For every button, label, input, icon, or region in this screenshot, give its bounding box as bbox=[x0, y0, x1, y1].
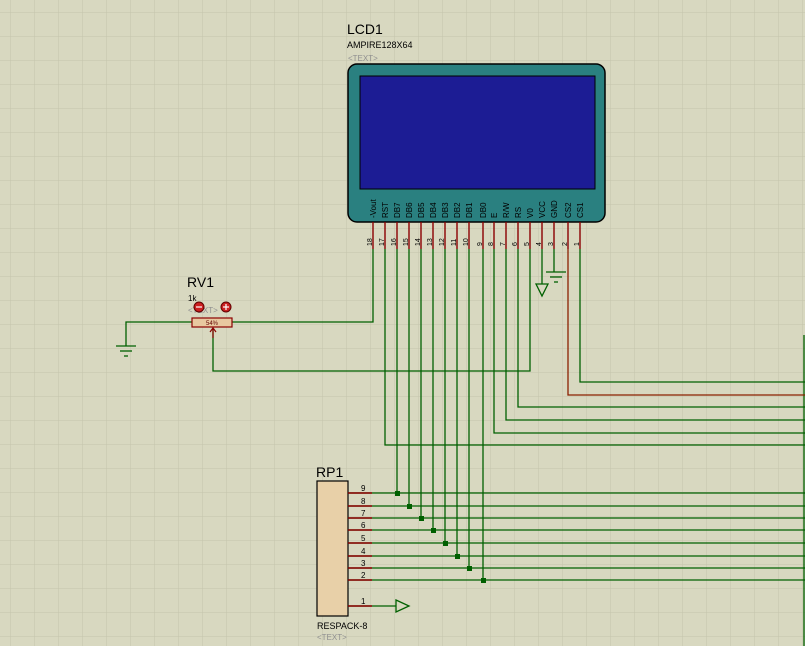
lcd-pin-17-name: RST bbox=[381, 202, 390, 218]
lcd-text-placeholder: <TEXT> bbox=[348, 54, 378, 63]
rp1-body bbox=[316, 480, 349, 617]
junctions bbox=[395, 491, 486, 583]
rv1-value: 1k bbox=[188, 294, 197, 303]
lcd-pin-1-name: CS1 bbox=[576, 202, 585, 218]
lcd-pin-9-number: 9 bbox=[477, 242, 484, 246]
lcd-pin-10-number: 10 bbox=[463, 238, 470, 246]
lcd-pin-7-name: R/W bbox=[502, 202, 511, 218]
lcd-ref: LCD1 bbox=[347, 21, 383, 37]
lcd-pin-6-name: RS bbox=[514, 207, 523, 218]
junction-db0 bbox=[481, 578, 486, 583]
junction-db4 bbox=[431, 528, 436, 533]
lcd-pin-11-number: 11 bbox=[451, 239, 458, 246]
lcd-pin-1-number: 1 bbox=[574, 242, 581, 246]
lcd-pin-17-number: 17 bbox=[379, 238, 386, 246]
lcd-pin-12-name: DB3 bbox=[441, 202, 450, 218]
lcd-pin-14-number: 14 bbox=[415, 238, 422, 246]
power-arrow-icon-rp1 bbox=[395, 598, 411, 614]
wire-cs1 bbox=[579, 249, 805, 383]
lcd-pin-16-number: 16 bbox=[391, 238, 398, 246]
lcd-pins: -Vout18RST17DB716DB615DB514DB413DB312DB2… bbox=[367, 199, 585, 249]
lcd-pin-11-name: DB2 bbox=[453, 202, 462, 218]
wire-rst bbox=[384, 249, 805, 446]
wire-e bbox=[493, 249, 805, 434]
rp1-pin-5-number: 5 bbox=[361, 534, 366, 543]
lcd-pin-13-number: 13 bbox=[427, 238, 434, 246]
lcd-pin-2-number: 2 bbox=[562, 242, 569, 246]
lcd-pin-2-name: CS2 bbox=[564, 202, 573, 218]
lcd-pin-18-number: 18 bbox=[367, 238, 374, 246]
wire-rv1-ground bbox=[125, 321, 192, 346]
lcd-pin-5-number: 5 bbox=[524, 242, 531, 246]
lcd-pin-15-name: DB6 bbox=[405, 202, 414, 218]
lcd-component[interactable]: LCD1 AMPIRE128X64 <TEXT> -Vout18RST17DB7… bbox=[347, 21, 606, 249]
lcd-pin-10-name: DB1 bbox=[465, 202, 474, 218]
lcd-pin-3-number: 3 bbox=[548, 242, 555, 246]
lcd-pin-16-name: DB7 bbox=[393, 202, 402, 218]
rp1-pin-6-number: 6 bbox=[361, 521, 366, 530]
lcd-pin-4-number: 4 bbox=[536, 242, 543, 246]
lcd-model: AMPIRE128X64 bbox=[347, 40, 413, 50]
lcd-pin-5-name: V0 bbox=[526, 208, 535, 218]
rp1-pin-4-number: 4 bbox=[361, 547, 366, 556]
wire-vout-rv1 bbox=[232, 249, 374, 323]
lcd-pin-9-name: DB0 bbox=[479, 202, 488, 218]
lcd-pin-15-number: 15 bbox=[403, 238, 410, 246]
lcd-pin-14-name: DB5 bbox=[417, 202, 426, 218]
lcd-pin-8-number: 8 bbox=[488, 242, 495, 246]
potentiometer-rv1[interactable]: RV1 1k <TEXT> 54% bbox=[187, 274, 233, 338]
lcd-pin-7-number: 7 bbox=[500, 242, 507, 246]
lcd-screen bbox=[359, 75, 596, 190]
rp1-pins: 9 8 7 6 5 4 3 2 1 bbox=[348, 484, 372, 607]
lcd-pin-18-name: -Vout bbox=[369, 199, 378, 218]
junction-db2 bbox=[455, 554, 460, 559]
resistor-pack-rp1[interactable]: RP1 RESPACK-8 <TEXT> 9 8 7 6 5 4 3 2 1 bbox=[316, 464, 411, 642]
junction-db5 bbox=[419, 516, 424, 521]
rp1-pin-2-number: 2 bbox=[361, 571, 366, 580]
wire-rs bbox=[517, 249, 805, 408]
lcd-pin-3-name: GND bbox=[550, 200, 559, 218]
junction-db6 bbox=[407, 504, 412, 509]
ground-symbol-rv1 bbox=[116, 345, 136, 357]
rv1-percent: 54% bbox=[206, 321, 219, 327]
junction-db3 bbox=[443, 541, 448, 546]
wires bbox=[125, 249, 805, 646]
lcd-pin-12-number: 12 bbox=[439, 238, 446, 246]
lcd-pin-4-name: VCC bbox=[538, 201, 547, 218]
wire-cs2 bbox=[567, 249, 805, 396]
ground-symbol-lcd bbox=[546, 271, 566, 283]
junction-db1 bbox=[467, 566, 472, 571]
power-arrow-icon-vcc bbox=[534, 283, 550, 298]
rp1-pin-7-number: 7 bbox=[361, 509, 366, 518]
lcd-pin-13-name: DB4 bbox=[429, 202, 438, 218]
rv1-body bbox=[191, 317, 233, 328]
wire-wiper-v0 bbox=[212, 249, 531, 372]
rp1-pin-9-number: 9 bbox=[361, 484, 366, 493]
junction-db7 bbox=[395, 491, 400, 496]
lcd-pin-6-number: 6 bbox=[512, 242, 519, 246]
lcd-pin-8-name: E bbox=[490, 213, 499, 218]
rv1-ref: RV1 bbox=[187, 274, 214, 290]
rp1-pin-8-number: 8 bbox=[361, 497, 366, 506]
rp1-ref: RP1 bbox=[316, 464, 343, 480]
rp1-model: RESPACK-8 bbox=[317, 621, 367, 631]
rv1-wiper-arrow-icon bbox=[209, 327, 217, 338]
rp1-pin-3-number: 3 bbox=[361, 559, 366, 568]
rp1-pin-1-number: 1 bbox=[361, 597, 366, 606]
wire-rw bbox=[505, 249, 805, 421]
rp1-text-placeholder: <TEXT> bbox=[317, 633, 347, 642]
